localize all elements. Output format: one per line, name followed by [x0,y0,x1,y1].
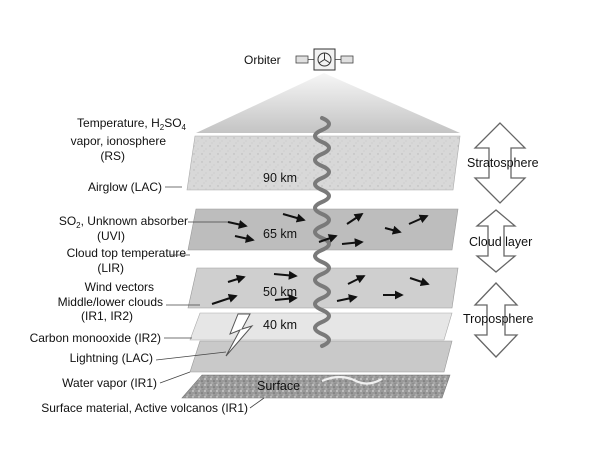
layer-90km [186,135,461,191]
label-ir12-line1: Middle/lower clouds [58,295,163,309]
altitude-65km: 65 km [263,227,297,241]
wind-arrows-50km [211,270,430,305]
observation-cone [196,73,460,133]
lightning-icon [225,313,254,357]
label-lightning: Lightning (LAC) [70,351,153,365]
leader-lightning [155,351,227,361]
label-wind: Wind vectors [85,280,154,294]
troposphere-arrow [473,282,519,358]
label-lir-line2: (LIR) [97,261,124,275]
label-uvi-line2: (UVI) [97,229,125,243]
label-water: Water vapor (IR1) [62,376,157,390]
descent-spiral [313,116,331,348]
region-stratosphere: Stratosphere [467,156,539,170]
leader-water [159,371,191,384]
altitude-50km: 50 km [263,285,297,299]
wind-arrows-65km [227,213,429,248]
layer-low-cloud [189,340,453,373]
label-co: Carbon monooxide (IR2) [30,331,161,345]
layer-surface [181,374,451,399]
layer-40km [189,312,453,341]
orbiter-icon [295,48,354,71]
altitude-40km: 40 km [263,318,297,332]
label-rs-line1: Temperature, H2SO4 [77,116,187,132]
leader-surface [249,397,265,409]
layer-65km [187,208,459,251]
orbiter-label: Orbiter [244,53,281,67]
label-lir-line1: Cloud top temperature [67,246,187,260]
volcano-feature [321,375,383,385]
label-airglow: Airglow (LAC) [88,180,162,194]
altitude-90km: 90 km [263,171,297,185]
label-rs-line3: (RS) [100,149,125,163]
label-ir12-line2: (IR1, IR2) [81,309,133,323]
region-troposphere: Troposphere [463,312,533,326]
cloud-layer-arrow [475,209,517,273]
stratosphere-arrow [473,122,527,204]
label-uvi-line1: SO2, Unknown absorber [59,214,188,230]
label-rs-line2: vapor, ionosphere [71,134,167,148]
label-surface-material: Surface material, Active volcanos (IR1) [41,401,248,415]
region-cloud-layer: Cloud layer [469,235,532,249]
surface-label: Surface [257,379,300,393]
